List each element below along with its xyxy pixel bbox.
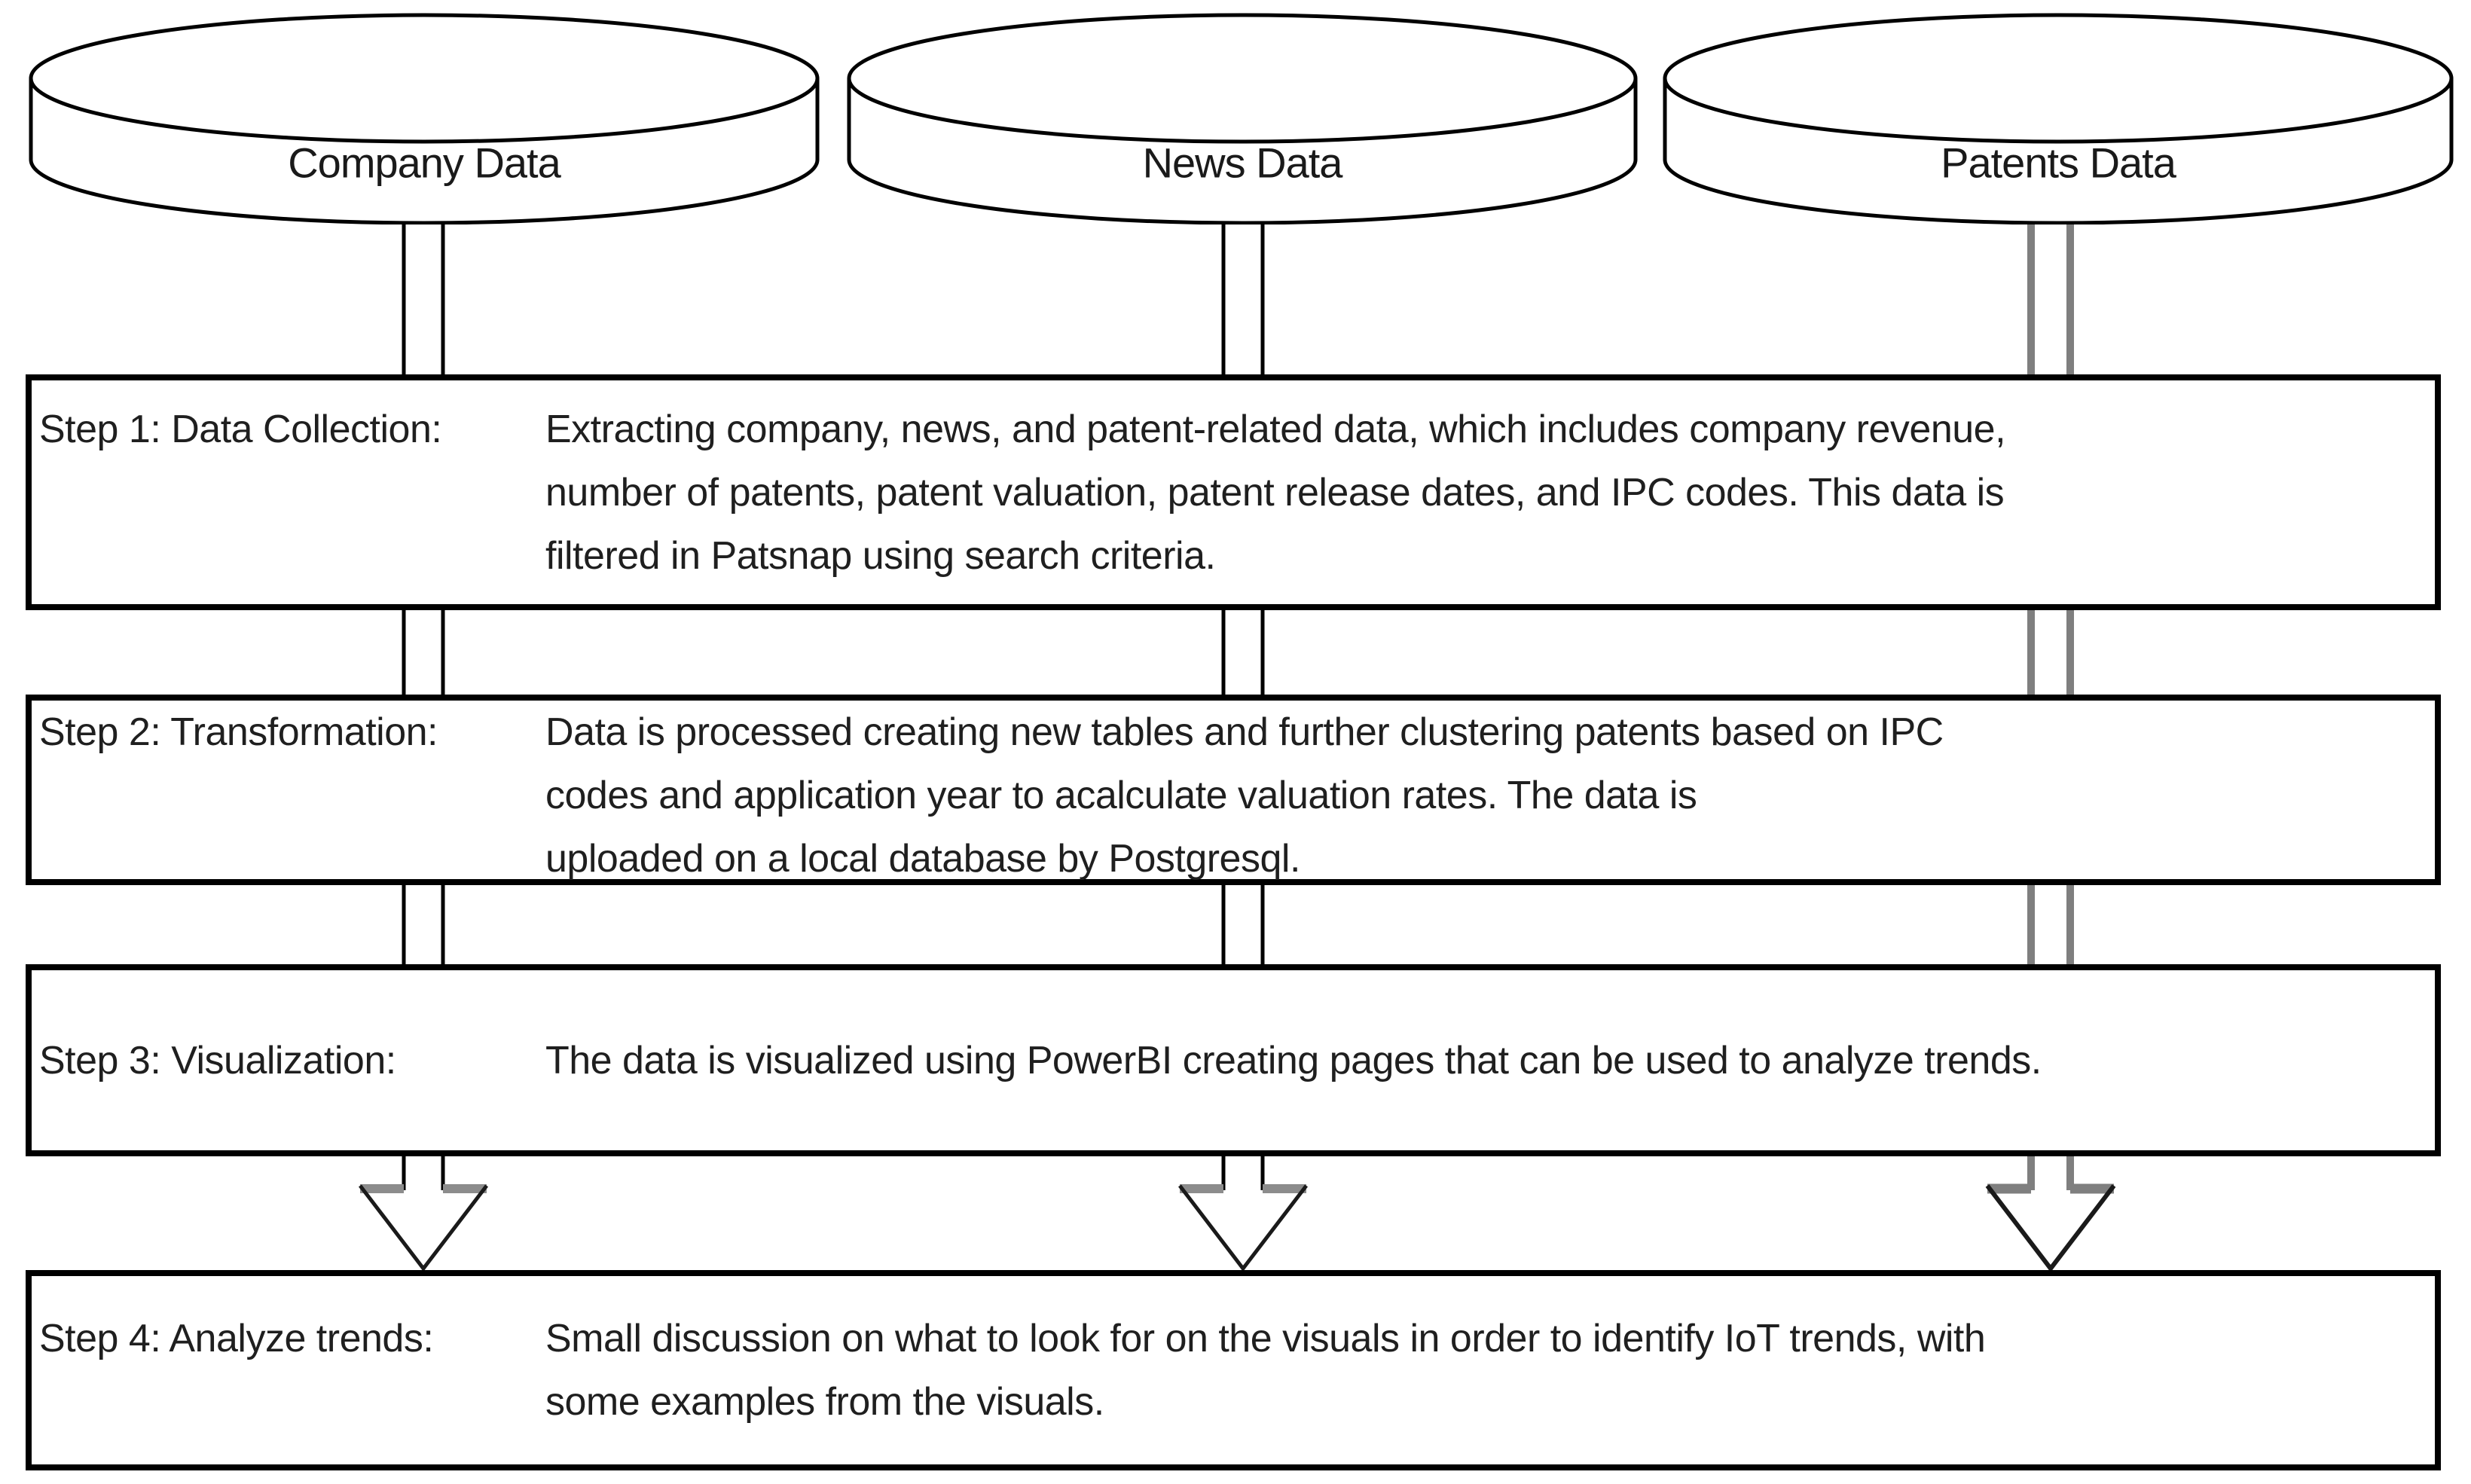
cylinder-top xyxy=(1663,13,2454,144)
step-label: Step 3: Visualization: xyxy=(39,1038,396,1082)
step-description: Data is processed creating new tables an… xyxy=(545,710,1944,881)
step-label: Step 2: Transformation: xyxy=(39,710,438,754)
step-4-box: Step 4: Analyze trends: Small discussion… xyxy=(26,1270,2441,1470)
cylinder-label: News Data xyxy=(1142,139,1343,187)
cylinder-label: Patents Data xyxy=(1941,139,2176,187)
step-2-content: Step 2: Transformation: Data is processe… xyxy=(32,701,2435,890)
step-3-content: Step 3: Visualization: The data is visua… xyxy=(32,1029,2435,1092)
down-arrow-patents-data xyxy=(1985,1183,2116,1272)
cylinder-shape xyxy=(1663,13,2454,224)
step-2-box: Step 2: Transformation: Data is processe… xyxy=(26,695,2441,885)
cylinder-shape xyxy=(847,13,1638,224)
step-description: Extracting company, news, and patent-rel… xyxy=(545,407,2006,578)
down-arrow-news-data xyxy=(1178,1184,1308,1272)
step-1-content: Step 1: Data Collection: Extracting comp… xyxy=(32,398,2435,588)
cylinder-label: Company Data xyxy=(288,139,561,187)
step-3-box: Step 3: Visualization: The data is visua… xyxy=(26,964,2441,1156)
cylinder-top xyxy=(847,13,1638,144)
step-1-box: Step 1: Data Collection: Extracting comp… xyxy=(26,374,2441,610)
down-arrow-company-data xyxy=(359,1184,488,1272)
step-label: Step 4: Analyze trends: xyxy=(39,1317,434,1360)
step-label: Step 1: Data Collection: xyxy=(39,407,442,451)
arrow-head xyxy=(1985,1184,2116,1272)
step-description: The data is visualized using PowerBI cre… xyxy=(545,1038,2042,1082)
step-description: Small discussion on what to look for on … xyxy=(545,1317,1986,1424)
cylinder-news-data: News Data xyxy=(845,11,1639,224)
cylinder-top xyxy=(29,13,820,144)
arrow-head xyxy=(359,1184,488,1272)
step-4-content: Step 4: Analyze trends: Small discussion… xyxy=(32,1307,2435,1434)
cylinder-patents-data: Patents Data xyxy=(1661,11,2455,224)
cylinder-company-data: Company Data xyxy=(27,11,821,224)
arrow-head xyxy=(1178,1184,1308,1272)
cylinder-shape xyxy=(29,13,820,224)
